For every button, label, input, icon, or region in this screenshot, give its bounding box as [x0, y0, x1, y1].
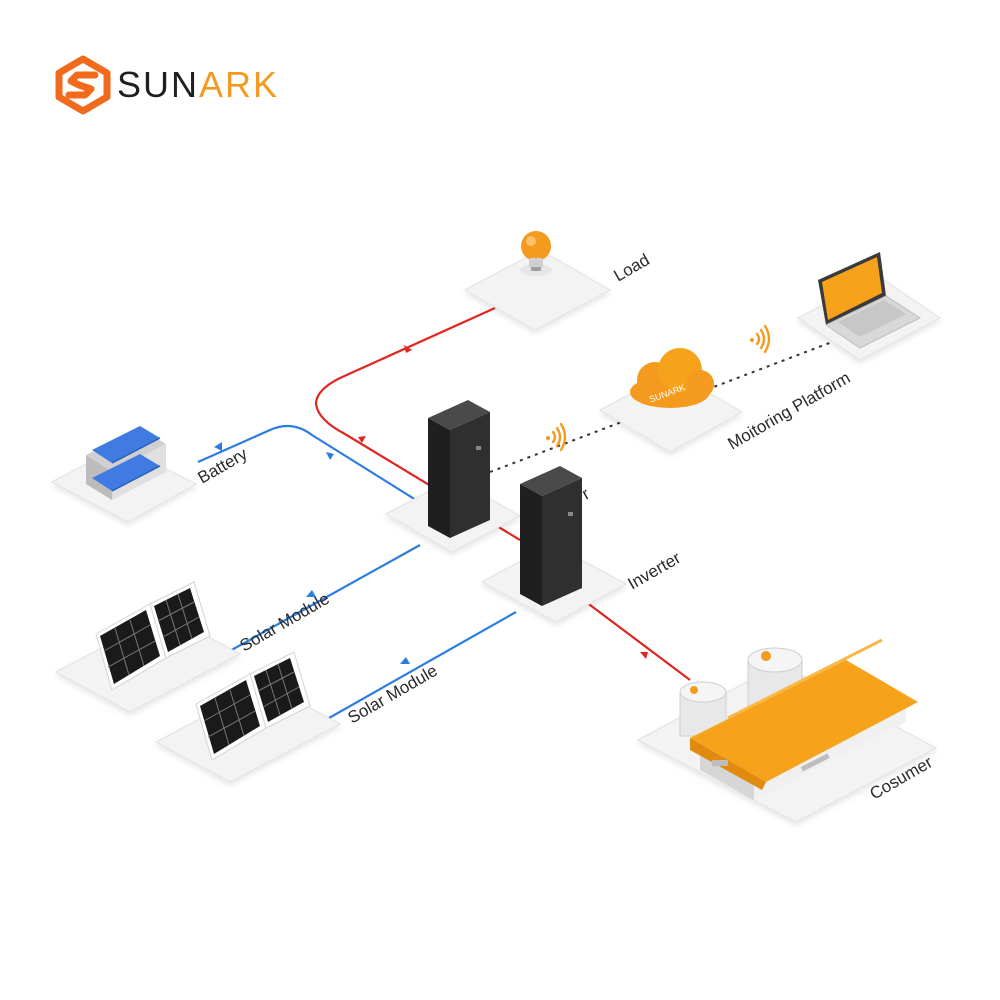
wifi-icon — [546, 422, 567, 452]
dc-line-solar-1 — [227, 544, 421, 653]
arrow-solar-1 — [306, 590, 316, 597]
flow-arrows — [214, 345, 648, 664]
factory-icon — [679, 638, 918, 800]
consumer-node — [636, 638, 938, 823]
solar-node-1 — [54, 581, 242, 713]
brand-name-part1: SUN — [117, 64, 200, 105]
lightbulb-icon — [521, 231, 551, 271]
data-line-monitoring — [489, 341, 833, 473]
controller-cabinet-icon — [428, 400, 490, 538]
brand-name-part2: ARK — [199, 64, 280, 105]
arrow-solar-2 — [400, 657, 410, 664]
solar-module-label-1: Solar Module — [237, 589, 333, 656]
ac-line-to-load — [314, 306, 521, 541]
battery-node — [50, 426, 198, 523]
battery-rack-icon — [86, 426, 166, 500]
sunark-logo: SUNARK — [55, 55, 279, 115]
solar-node-2 — [154, 651, 342, 783]
load-node — [463, 231, 612, 331]
arrow-load — [404, 345, 412, 353]
arrow-battery-2 — [326, 452, 334, 460]
load-label: Load — [611, 250, 653, 285]
dc-line-to-battery — [197, 424, 433, 511]
solar-module-label-2: Solar Module — [345, 661, 441, 728]
cloud-icon: SUNARK — [630, 348, 714, 408]
arrow-load-2 — [358, 436, 366, 443]
wifi-icon-2 — [750, 324, 771, 354]
controller-node — [384, 400, 522, 553]
solar-panel-icon-2 — [195, 651, 311, 761]
cloud-node: SUNARK — [598, 348, 744, 453]
monitoring-label: Moitoring Platform — [725, 368, 854, 453]
load-platform — [463, 249, 612, 331]
connection-lines — [197, 306, 833, 723]
laptop-node — [797, 252, 941, 361]
dc-line-solar-2 — [321, 611, 517, 723]
sunark-logo-icon — [55, 55, 111, 115]
laptop-icon — [818, 252, 922, 349]
inverter-node — [480, 466, 628, 623]
arrow-battery — [214, 442, 222, 451]
ac-line-to-consumer — [569, 589, 691, 681]
solar-panel-icon — [95, 581, 211, 691]
brand-name: SUNARK — [117, 64, 279, 106]
inverter-label: Inverter — [625, 548, 685, 593]
arrow-consumer — [640, 652, 648, 659]
inverter-cabinet-icon — [520, 466, 582, 606]
